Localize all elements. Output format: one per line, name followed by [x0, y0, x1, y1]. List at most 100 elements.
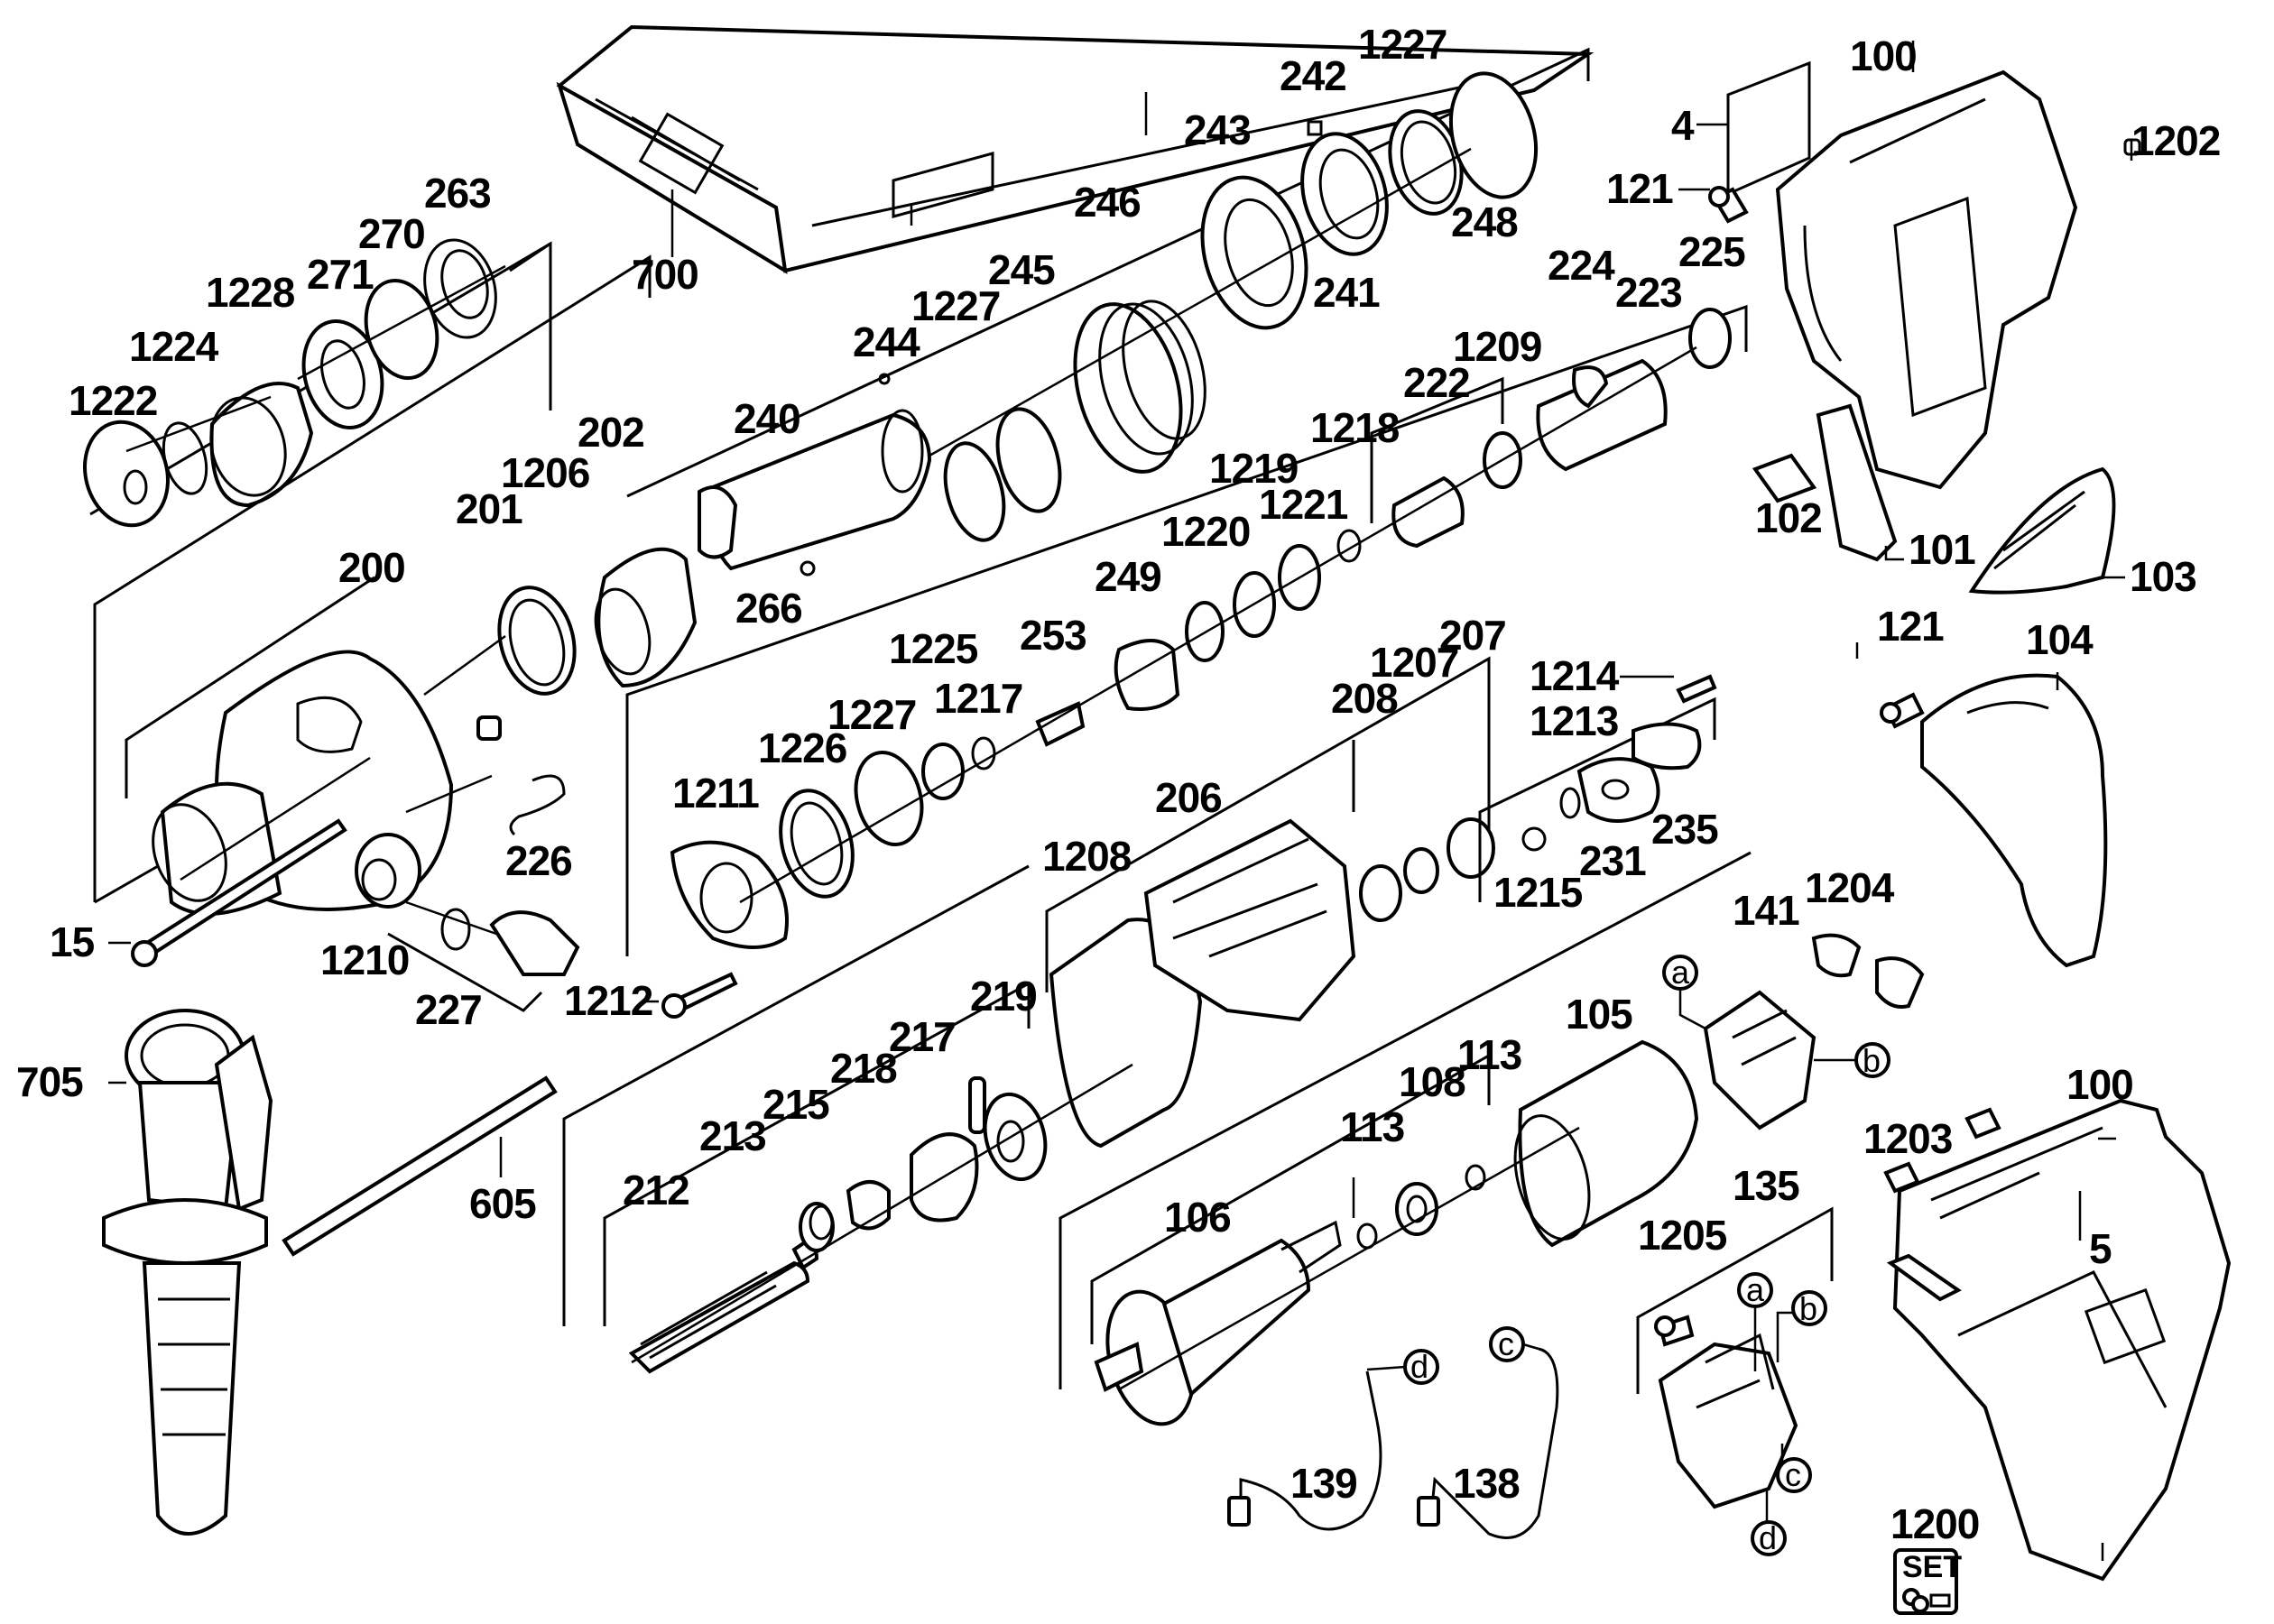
part-label-207[interactable]: 207: [1439, 612, 1507, 659]
part-label-1217[interactable]: 1217: [934, 675, 1023, 722]
part-label-705[interactable]: 705: [16, 1058, 84, 1105]
part-label-105[interactable]: 105: [1566, 991, 1633, 1038]
spindle-group[interactable]: [626, 47, 1590, 577]
part-label-108[interactable]: 108: [1399, 1058, 1466, 1105]
wire-139[interactable]: [1227, 1370, 1382, 1531]
part-label-141[interactable]: 141: [1733, 887, 1800, 934]
part-label-200[interactable]: 200: [338, 544, 406, 591]
part-label-113b[interactable]: 113: [1340, 1103, 1405, 1150]
part-label-217[interactable]: 217: [889, 1013, 957, 1060]
part-label-213[interactable]: 213: [699, 1112, 767, 1159]
part-label-1213[interactable]: 1213: [1530, 697, 1619, 744]
part-label-226[interactable]: 226: [505, 837, 573, 884]
part-label-212[interactable]: 212: [623, 1167, 690, 1213]
part-label-113a[interactable]: 113: [1457, 1031, 1522, 1078]
part-label-1207[interactable]: 1207: [1370, 639, 1459, 686]
part-label-246[interactable]: 246: [1074, 179, 1142, 226]
part-label-223[interactable]: 223: [1615, 269, 1683, 316]
part-label-1221[interactable]: 1221: [1259, 481, 1349, 528]
part-label-271[interactable]: 271: [307, 251, 374, 298]
carry-case-700[interactable]: [556, 24, 1595, 274]
motor-flange-group[interactable]: [1045, 656, 1495, 1149]
part-label-249[interactable]: 249: [1095, 553, 1162, 600]
part-label-202[interactable]: 202: [578, 409, 645, 456]
armature-field-group[interactable]: [1058, 851, 1752, 1434]
part-label-215[interactable]: 215: [763, 1081, 830, 1128]
part-label-1218[interactable]: 1218: [1310, 404, 1400, 451]
part-label-1208[interactable]: 1208: [1042, 833, 1132, 880]
part-label-1224[interactable]: 1224: [129, 323, 220, 370]
part-label-240[interactable]: 240: [734, 395, 801, 442]
part-label-1225[interactable]: 1225: [889, 625, 979, 672]
part-label-139[interactable]: 139: [1290, 1460, 1358, 1507]
part-label-263[interactable]: 263: [424, 170, 492, 217]
part-label-15[interactable]: 15: [50, 918, 96, 965]
part-label-1222[interactable]: 1222: [69, 377, 158, 424]
part-label-1206[interactable]: 1206: [501, 449, 590, 496]
part-label-1205[interactable]: 1205: [1638, 1212, 1728, 1259]
part-label-1202[interactable]: 1202: [2131, 117, 2221, 164]
part-label-266[interactable]: 266: [735, 585, 803, 632]
part-label-135[interactable]: 135: [1733, 1162, 1800, 1209]
impact-mechanism-group[interactable]: [625, 304, 1748, 1019]
part-label-241[interactable]: 241: [1313, 269, 1381, 316]
part-label-201[interactable]: 201: [456, 485, 523, 532]
part-label-1211[interactable]: 1211: [672, 770, 760, 817]
part-label-231[interactable]: 231: [1579, 837, 1647, 884]
part-label-1227b[interactable]: 1227: [1358, 21, 1447, 68]
brush-holder-group-135[interactable]: [1636, 1206, 1834, 1509]
part-label-1220[interactable]: 1220: [1161, 508, 1251, 555]
part-label-248[interactable]: 248: [1451, 198, 1519, 245]
part-label-121b[interactable]: 121: [1877, 603, 1945, 650]
part-label-700[interactable]: 700: [632, 251, 699, 298]
part-label-219[interactable]: 219: [970, 973, 1038, 1020]
side-handle-705[interactable]: [102, 1009, 273, 1536]
part-label-121a[interactable]: 121: [1606, 165, 1674, 212]
part-label-4[interactable]: 4: [1671, 102, 1696, 149]
part-label-106[interactable]: 106: [1164, 1194, 1232, 1241]
part-label-104[interactable]: 104: [2026, 616, 2094, 663]
wire-138[interactable]: [1417, 1347, 1559, 1539]
part-label-1227c[interactable]: 1227: [827, 691, 917, 738]
seal-plate-group[interactable]: [1478, 674, 1717, 902]
part-label-244[interactable]: 244: [853, 318, 921, 365]
depth-rod-605[interactable]: [282, 1075, 558, 1257]
motor-housing-top[interactable]: [1708, 60, 2141, 595]
part-label-208[interactable]: 208: [1331, 675, 1399, 722]
part-label-102[interactable]: 102: [1755, 494, 1823, 541]
part-label-5[interactable]: 5: [2089, 1225, 2112, 1272]
part-label-138[interactable]: 138: [1453, 1460, 1521, 1507]
part-label-1226[interactable]: 1226: [758, 724, 847, 771]
gear-shaft-group[interactable]: [562, 864, 1133, 1374]
part-label-1210[interactable]: 1210: [320, 937, 410, 983]
part-label-1212[interactable]: 1212: [564, 977, 653, 1024]
part-label-253[interactable]: 253: [1020, 612, 1087, 659]
part-label-270[interactable]: 270: [358, 210, 426, 257]
handle-cover-104[interactable]: [1880, 673, 2108, 968]
part-label-222[interactable]: 222: [1403, 359, 1471, 406]
part-label-245[interactable]: 245: [988, 246, 1056, 293]
part-label-605[interactable]: 605: [469, 1180, 537, 1227]
part-label-227[interactable]: 227: [415, 986, 483, 1033]
gear-housing-group[interactable]: [93, 254, 698, 1012]
part-label-1214[interactable]: 1214: [1530, 652, 1621, 699]
part-label-218[interactable]: 218: [830, 1045, 898, 1092]
part-label-235[interactable]: 235: [1651, 806, 1719, 853]
part-label-206[interactable]: 206: [1155, 774, 1223, 821]
nose-cap-group[interactable]: [74, 232, 552, 535]
part-label-1228[interactable]: 1228: [206, 269, 296, 316]
part-label-101[interactable]: 101: [1909, 526, 1976, 573]
part-label-100a[interactable]: 100: [1850, 32, 1918, 79]
part-label-1209[interactable]: 1209: [1453, 323, 1542, 370]
part-label-1219[interactable]: 1219: [1209, 445, 1299, 492]
part-label-1200[interactable]: 1200: [1890, 1500, 1980, 1547]
part-label-1204[interactable]: 1204: [1805, 864, 1896, 911]
part-label-1215[interactable]: 1215: [1493, 869, 1584, 916]
part-label-103[interactable]: 103: [2130, 553, 2197, 600]
part-label-242[interactable]: 242: [1280, 52, 1347, 99]
switch-group-141[interactable]: [1703, 933, 1925, 1130]
part-label-243[interactable]: 243: [1184, 106, 1252, 153]
part-label-100b[interactable]: 100: [2066, 1061, 2134, 1108]
motor-housing-bottom[interactable]: [1883, 1098, 2232, 1582]
part-label-1203[interactable]: 1203: [1863, 1115, 1953, 1162]
